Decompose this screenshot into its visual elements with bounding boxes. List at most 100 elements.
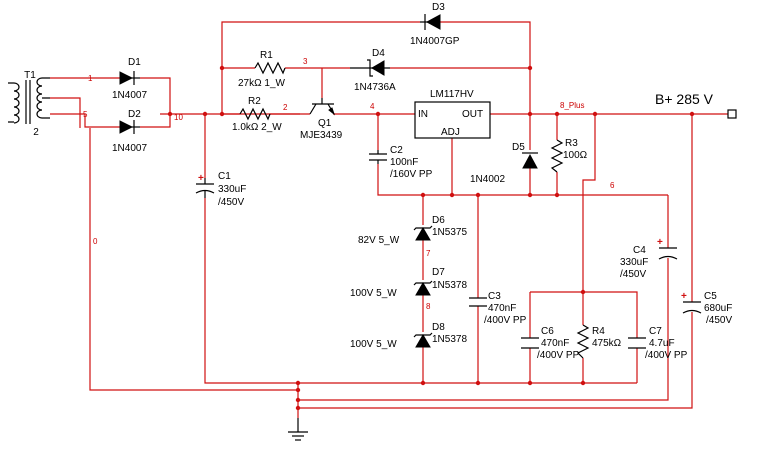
capacitor-c4: + C4 330uF /450V [620,237,678,280]
c5-voltage: /450V [706,315,732,326]
d6-rating: 82V 5_W [358,235,400,246]
net-label-7: 7 [426,249,431,258]
r1-value: 27kΩ 1_W [238,78,286,89]
d4-ref: D4 [372,48,385,59]
capacitor-c6: C6 470nF /400V PP [521,326,580,361]
resistor-r4: R4 475kΩ [576,324,622,359]
d5-ref: D5 [512,142,525,153]
output-terminal: B+ 285 V [655,91,737,119]
d7-value: 1N5378 [432,280,467,291]
net-label-10: 10 [174,113,183,122]
regulator-in: IN [418,109,428,120]
diode-d1: D1 1N4007 [112,57,147,101]
diode-d4: D4 1N4736A [350,48,396,93]
c6-value: 470nF [541,338,569,349]
d6-ref: D6 [432,215,445,226]
d6-value: 1N5375 [432,227,467,238]
output-label: B+ 285 V [655,91,714,107]
c6-voltage: /400V PP [537,350,580,361]
diode-d5: D5 1N4002 [470,142,538,185]
q1-value: MJE3439 [300,130,343,141]
capacitor-c7: C7 4.7uF /400V PP [628,326,688,361]
net-label-2: 2 [283,103,288,112]
resistor-r2: R2 1.0kΩ 2_W [232,96,282,133]
d7-ref: D7 [432,267,445,278]
ground-symbol [288,418,308,441]
c3-ref: C3 [488,291,501,302]
svg-text:+: + [657,237,663,248]
regulator-ref: LM117HV [430,89,474,100]
d2-ref: D2 [128,109,141,120]
c5-ref: C5 [704,291,717,302]
capacitor-c5: + C5 680uF /450V [681,291,732,326]
capacitor-c2: C2 100nF /160V PP [369,145,433,180]
junction-dots [167,65,695,411]
c6-ref: C6 [541,326,554,337]
net-label-0: 0 [93,237,98,246]
d1-value: 1N4007 [112,90,147,101]
net-label-3: 3 [303,57,308,66]
c1-ref: C1 [218,171,231,182]
net-label-6: 6 [610,181,615,190]
net-label-8-plus: 8_Plus [560,101,584,110]
net-label-1: 1 [88,74,93,83]
regulator-adj: ADJ [441,127,460,138]
c2-value: 100nF [390,157,418,168]
c4-voltage: /450V [620,269,646,280]
c1-voltage: /450V [218,197,244,208]
transformer-ref: T1 [24,70,36,81]
r2-ref: R2 [248,96,261,107]
d7-rating: 100V 5_W [350,288,397,299]
c7-value: 4.7uF [649,338,675,349]
net-label-4: 4 [370,102,375,111]
c7-ref: C7 [649,326,662,337]
regulator-lm117hv: LM117HV IN OUT ADJ [414,89,491,139]
r1-ref: R1 [260,50,273,61]
c2-voltage: /160V PP [390,169,433,180]
net-label-8: 8 [426,302,431,311]
d8-ref: D8 [432,322,445,333]
d3-ref: D3 [432,2,445,13]
c3-voltage: /400V PP [484,315,527,326]
r4-value: 475kΩ [592,338,622,349]
transistor-q1: Q1 MJE3439 [300,98,343,141]
resistor-r3: R3 100Ω [550,138,588,173]
d3-value: 1N4007GP [410,36,460,47]
c2-ref: C2 [390,145,403,156]
net-label-5: 5 [83,110,88,119]
zener-d7: D7 1N5378 100V 5_W [350,267,467,299]
d2-value: 1N4007 [112,143,147,154]
r3-value: 100Ω [563,150,588,161]
d5-value: 1N4002 [470,174,505,185]
regulator-out: OUT [462,109,483,120]
c1-value: 330uF [218,184,246,195]
r4-ref: R4 [592,326,605,337]
zener-d8: D8 1N5378 100V 5_W [350,322,467,350]
d8-value: 1N5378 [432,334,467,345]
svg-text:+: + [681,291,687,302]
d8-rating: 100V 5_W [350,339,397,350]
c4-ref: C4 [633,245,646,256]
c4-value: 330uF [620,257,648,268]
capacitor-c1: + C1 330uF /450V [195,171,246,208]
c7-voltage: /400V PP [645,350,688,361]
d4-value: 1N4736A [354,82,396,93]
resistor-r1: R1 27kΩ 1_W [238,50,286,89]
diode-d2: D2 1N4007 [112,109,147,154]
transformer-t1: T1 2 [8,70,50,138]
r2-value: 1.0kΩ 2_W [232,122,282,133]
transformer-pin: 2 [33,127,39,138]
capacitor-c3: C3 470nF /400V PP [469,291,527,326]
wires [50,21,728,418]
r3-ref: R3 [565,138,578,149]
net-labels: 1 5 10 3 2 4 0 7 8 6 8_Plus [83,57,615,311]
d1-ref: D1 [128,57,141,68]
q1-ref: Q1 [318,118,332,129]
svg-text:+: + [198,173,204,184]
zener-d6: D6 1N5375 82V 5_W [358,215,467,246]
c3-value: 470nF [488,303,516,314]
diode-d3: D3 1N4007GP [410,2,460,47]
c5-value: 680uF [704,303,732,314]
